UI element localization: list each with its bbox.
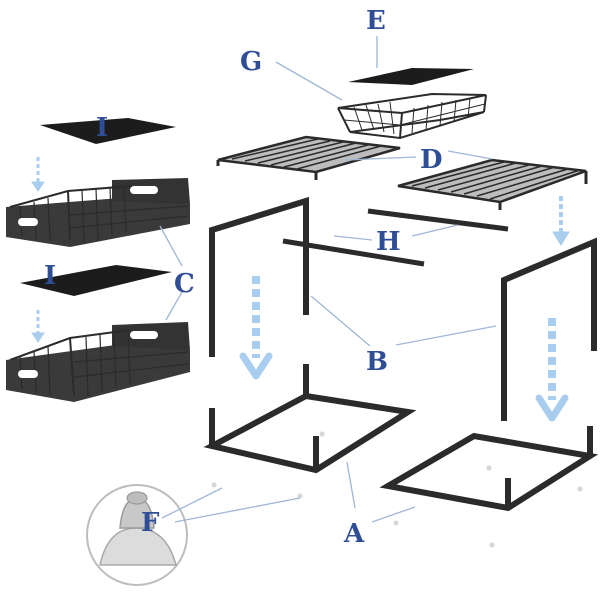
- label-f: F: [141, 508, 160, 538]
- wire-shelf-d-right: [397, 158, 588, 210]
- label-e: E: [366, 6, 386, 36]
- upright-frame-b-left: [209, 196, 309, 357]
- basket-upper: [6, 178, 190, 247]
- upright-frame-b-right: [501, 237, 597, 421]
- liner-pad-top: [40, 118, 176, 144]
- label-h: H: [376, 227, 401, 257]
- cross-bar-h-upper: [367, 208, 509, 232]
- liner-pad-bottom: [20, 265, 172, 296]
- label-g: G: [240, 47, 262, 77]
- liner-pad-e: [348, 68, 474, 85]
- label-b: B: [366, 347, 388, 377]
- base-frame-a-right: [379, 426, 599, 512]
- label-d: D: [420, 145, 443, 175]
- basket-lower: [6, 322, 190, 402]
- wire-basket-g: [337, 92, 487, 140]
- label-a: A: [343, 519, 365, 549]
- down-arrow-left-top: [31, 157, 45, 192]
- suction-cup-f: [86, 484, 188, 586]
- down-arrow-center-left: [239, 276, 273, 380]
- wire-shelf-d-left: [216, 135, 401, 180]
- leader-lines: [159, 36, 497, 523]
- down-arrow-left-bottom: [31, 310, 45, 343]
- label-c: C: [174, 269, 195, 299]
- label-i-top: I: [96, 113, 108, 143]
- down-arrow-center-right: [535, 318, 569, 422]
- small-suction-cups: [211, 431, 583, 548]
- label-i-bottom: I: [44, 261, 56, 291]
- down-arrow-shelf-right: [552, 196, 570, 246]
- base-frame-a-left: [203, 364, 417, 474]
